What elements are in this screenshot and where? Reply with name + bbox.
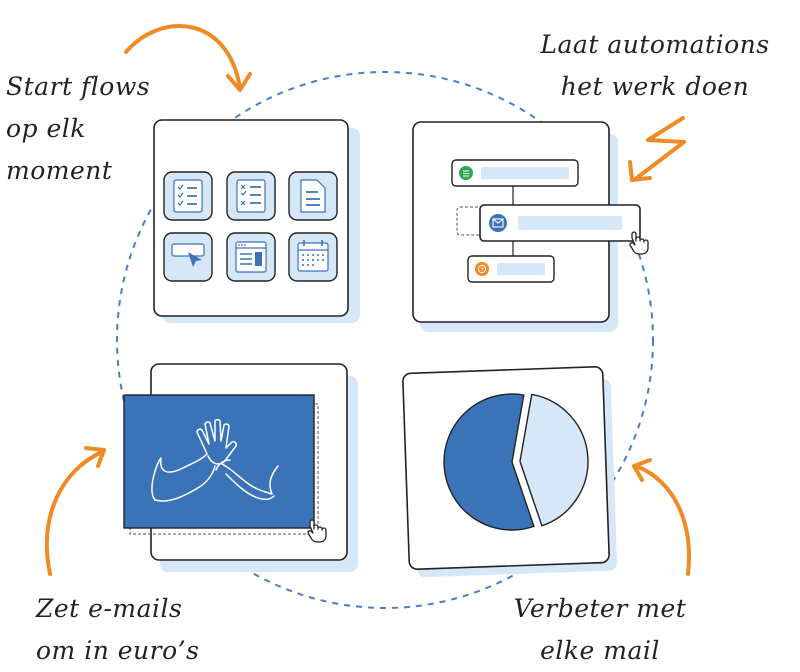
dashed-cycle-circle — [116, 71, 654, 609]
arrow-bottom-left — [44, 446, 106, 576]
trigger-panel — [153, 119, 360, 323]
label-line: elke mail — [540, 636, 660, 665]
label-line: Zet e-mails — [36, 594, 183, 623]
document-icon[interactable] — [288, 171, 338, 221]
label-line: om in euro’s — [36, 636, 200, 665]
hand-cursor-icon — [307, 519, 327, 543]
flow-node-list[interactable] — [451, 159, 579, 187]
label-line: moment — [6, 156, 113, 185]
high-five-card — [123, 394, 315, 529]
list-icon[interactable] — [226, 171, 276, 221]
label-line: Laat automations — [540, 30, 770, 59]
label-line: Start flows — [6, 72, 151, 101]
calendar-icon[interactable] — [288, 232, 338, 282]
pie-slice-dark — [443, 393, 535, 531]
label-improve: Verbeter met elke mail — [480, 588, 720, 672]
label-start-flows: Start flows op elk moment — [6, 66, 150, 192]
pie-chart-panel — [402, 366, 618, 578]
flow-node-mail[interactable] — [479, 204, 641, 242]
arrow-zigzag-top-right — [628, 116, 686, 182]
label-line: op elk — [6, 114, 86, 143]
pie-chart — [443, 393, 589, 531]
label-line: het werk doen — [560, 72, 750, 101]
handshake-panel — [123, 363, 358, 572]
arrow-top-left — [124, 24, 252, 92]
label-automations: Laat automations het werk doen — [520, 24, 790, 108]
high-five-illustration — [151, 418, 279, 502]
arrow-bottom-right — [632, 458, 691, 576]
automation-panel — [412, 121, 649, 332]
pie-slice-light — [519, 393, 589, 527]
label-emails-to-euros: Zet e-mails om in euro’s — [36, 588, 199, 672]
label-line: Verbeter met — [513, 594, 687, 623]
hand-cursor-icon — [629, 231, 649, 255]
browser-window-icon[interactable] — [226, 232, 276, 282]
flow-node-clock[interactable] — [467, 255, 555, 283]
cursor-window-icon[interactable] — [163, 232, 213, 282]
checklist-icon[interactable] — [163, 171, 213, 221]
